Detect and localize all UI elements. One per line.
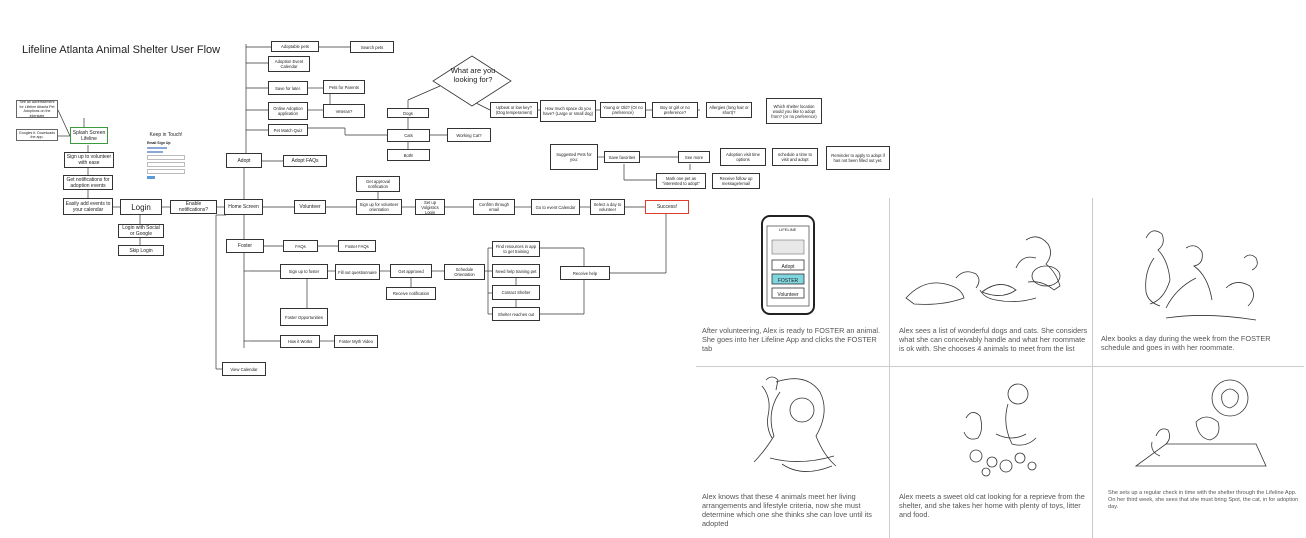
node-reminder: Reminder to apply to adopt if has not be… — [826, 146, 890, 170]
keep-in-touch-form: Keep in Touch! Email Sign Up — [145, 132, 187, 190]
node-working-cat: Working Cat? — [447, 128, 491, 142]
story-caption-6: She sets up a regular check in time with… — [1108, 490, 1299, 510]
node-save-favorites: Save favorites — [604, 151, 640, 163]
node-mark-pet: Mark one pet as "interested to adopt" — [656, 173, 706, 189]
node-select-day: Select a day to volunteer — [590, 199, 625, 215]
story-caption-5: Alex meets a sweet old cat looking for a… — [899, 492, 1085, 519]
node-adoptable-pets: Adoptable pets — [271, 41, 319, 52]
node-foster: Foster — [226, 239, 264, 253]
node-foster-opportunities: Foster Opportunities — [280, 308, 328, 326]
node-location: Which shelter location would you like to… — [766, 98, 822, 124]
node-receive-help: Receive help — [560, 266, 610, 280]
node-volgistics-login: Set up Volgistics Login — [415, 199, 445, 215]
node-visit-time: Adoption visit time options — [720, 148, 766, 166]
story-caption-3: Alex books a day during the week from th… — [1101, 334, 1271, 352]
node-how-it-works: How it Works — [280, 335, 320, 348]
node-search-pets: Search pets — [350, 41, 394, 53]
node-upbeat: Upbeat or low key? (Dog temperament) — [490, 102, 538, 118]
phone-sketch — [761, 215, 815, 315]
phone-volunteer-button: Volunteer — [777, 292, 799, 298]
node-see-more: See more — [678, 151, 710, 163]
dogs-cats-sketch — [905, 236, 1061, 305]
node-foster-myth: Foster Myth Video — [334, 335, 378, 348]
node-need-help: Need help training pet — [492, 264, 540, 278]
phone-foster-button: FOSTER — [777, 278, 799, 284]
node-online-application: Online Adoption application — [268, 102, 308, 120]
storyboard: LIFELINE Adopt FOSTER Volunteer — [696, 198, 1304, 538]
node-volunteer-orientation: Sign up for volunteer orientation — [356, 199, 402, 215]
user-flow-diagram: Lifeline Atlanta Animal Shelter User Flo… — [16, 41, 890, 376]
phone-adopt-button: Adopt — [781, 264, 795, 270]
node-contact-shelter: Contact Shelter — [492, 285, 540, 300]
diagram-title: Lifeline Atlanta Animal Shelter User Flo… — [22, 44, 221, 56]
node-both: Both! — [387, 149, 430, 161]
flow-connectors — [57, 44, 700, 370]
node-notif-adoption: Get notifications for adoption events — [63, 175, 113, 190]
checkin-sketch — [1134, 379, 1267, 467]
node-adopt: Adopt — [226, 153, 262, 168]
node-success: Success! — [645, 200, 689, 214]
node-adoption-event: Adoption Event Calendar — [268, 56, 310, 72]
node-signup-foster: Sign up to foster — [280, 264, 328, 279]
node-space: How much space do you have? (Large or sm… — [540, 100, 596, 122]
node-signup-volunteer: Sign up to volunteer with ease — [64, 152, 114, 168]
node-schedule-orientation: Schedule Orientation — [444, 264, 485, 280]
node-adopt-faqs: Adopt FAQs — [283, 155, 327, 167]
node-boy-girl: Boy or girl or no preference? — [652, 102, 698, 118]
node-skip-login: Skip Login — [118, 245, 164, 256]
node-login: Login — [120, 199, 162, 215]
node-fill-questionnaire: Fill out questionnaire — [335, 264, 380, 280]
node-get-approved: Get approved — [390, 264, 432, 278]
node-save-later: Save for later. — [268, 81, 308, 95]
node-schedule-visit: schedule a time to visit and adopt — [772, 148, 818, 166]
phone-brand: LIFELINE — [779, 227, 797, 232]
node-googles-it: Googles It. Downloads the app. — [16, 129, 58, 141]
node-find-resources: Find resources in app to get training — [492, 241, 540, 257]
keep-title: Keep in Touch! — [149, 132, 183, 138]
node-pet-match-quiz: Pet Match Quiz — [268, 124, 308, 136]
node-allergies: Allergies (long hair or short)? — [706, 102, 752, 118]
cat-toys-sketch — [963, 383, 1037, 477]
node-view-calendar: View Calendar — [222, 362, 266, 376]
node-suggested-pets: Suggested Pets for you: — [550, 144, 598, 170]
node-see-ad: See an advertisement for Lifeline Atlant… — [16, 100, 58, 118]
node-pets-parents: Pets for Parents — [323, 80, 365, 94]
node-young-old: Young or Old? (Or no preference) — [600, 102, 646, 118]
node-add-events: Easily add events to your calendar — [63, 198, 113, 215]
decision-question: What are you looking for? — [450, 66, 496, 84]
node-home-screen: Home Screen — [224, 199, 263, 215]
node-approval-notification: Get approval notification — [356, 176, 400, 192]
node-receive-notification: Receive notification — [386, 287, 436, 300]
story-caption-4: Alex knows that these 4 animals meet her… — [702, 492, 872, 528]
story-caption-1: After volunteering, Alex is ready to FOS… — [702, 326, 881, 353]
story-caption-2: Alex sees a list of wonderful dogs and c… — [899, 326, 1088, 353]
node-shelter-reaches: Shelter reaches out — [492, 307, 540, 321]
woman-cat-sketch — [753, 376, 837, 472]
node-confirm-email: Confirm through email — [473, 199, 515, 215]
node-login-social: Login with Social or Google — [118, 224, 164, 238]
people-sketch — [1145, 230, 1258, 321]
node-faqs: FAQs — [283, 240, 318, 252]
node-splash-screen: Splash Screen Lifeline — [70, 127, 108, 144]
node-followup: Receive follow up message/email — [712, 173, 760, 189]
node-dogs: Dogs — [387, 108, 429, 118]
node-cats: Cats — [387, 129, 430, 142]
node-enable-notifications: Enable notifications? — [170, 200, 217, 214]
node-event-calendar: Go to event Calendar — [531, 199, 580, 215]
node-volunteer: Volunteer — [294, 200, 326, 214]
node-veteran: Veteran? — [323, 104, 365, 118]
keep-subtitle: Email Sign Up — [147, 141, 171, 145]
node-foster-faqs: Foster FAQs — [338, 240, 376, 252]
